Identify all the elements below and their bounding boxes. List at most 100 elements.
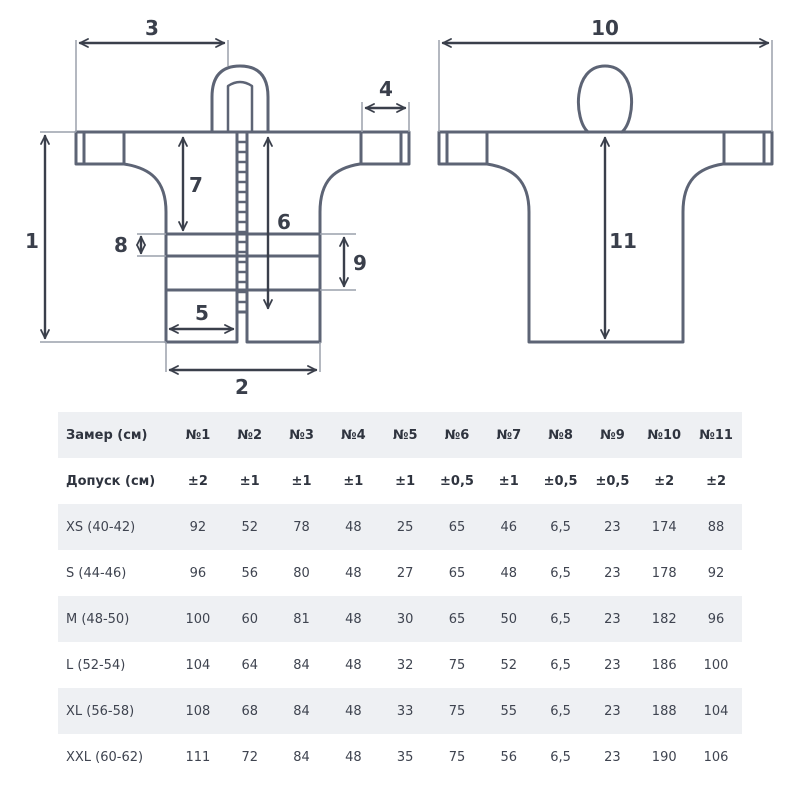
table-cell: 65 (431, 504, 483, 550)
table-cell: 80 (275, 550, 328, 596)
table-cell: 52 (223, 504, 276, 550)
table-tolerance-row: Допуск (см) ±2 ±1 ±1 ±1 ±1 ±0,5 ±1 ±0,5 … (58, 458, 742, 504)
table-cell: 96 (690, 596, 742, 642)
dim-label-8: 8 (114, 233, 128, 257)
size-table: Замер (см) №1 №2 №3 №4 №5 №6 №7 №8 №9 №1… (58, 412, 742, 780)
table-cell: 108 (172, 688, 224, 734)
table-row: S (44-46) 96 56 80 48 27 65 48 6,5 23 17… (58, 550, 742, 596)
table-cell: ±1 (275, 458, 328, 504)
table-cell: 188 (638, 688, 691, 734)
front-hood (210, 64, 270, 134)
table-cell: 6,5 (534, 688, 587, 734)
table-cell: 56 (482, 734, 535, 780)
table-cell: S (44-46) (58, 550, 172, 596)
table-cell: 65 (431, 596, 483, 642)
table-cell: 72 (223, 734, 276, 780)
table-cell: №11 (690, 412, 742, 458)
table-cell: Допуск (см) (58, 458, 172, 504)
table-cell: ±1 (379, 458, 432, 504)
table-cell: 27 (379, 550, 432, 596)
garment-measurement-diagram: 1 2 3 4 5 6 7 8 9 10 11 (25, 16, 774, 399)
table-cell: 48 (482, 550, 535, 596)
back-hood (577, 64, 633, 134)
table-cell: 48 (327, 642, 380, 688)
table-cell: №5 (379, 412, 432, 458)
extension-lines (40, 40, 773, 372)
back-body-outline (437, 130, 774, 344)
table-cell: 182 (638, 596, 691, 642)
table-cell: №10 (638, 412, 691, 458)
table-cell: №3 (275, 412, 328, 458)
table-header-row: Замер (см) №1 №2 №3 №4 №5 №6 №7 №8 №9 №1… (58, 412, 742, 458)
table-cell: 60 (223, 596, 276, 642)
table-cell: ±0,5 (534, 458, 587, 504)
table-row: XS (40-42) 92 52 78 48 25 65 46 6,5 23 1… (58, 504, 742, 550)
table-cell: №2 (223, 412, 276, 458)
table-cell: №4 (327, 412, 380, 458)
table-cell: 64 (223, 642, 276, 688)
table-cell: №9 (586, 412, 639, 458)
table-cell: №7 (482, 412, 535, 458)
table-cell: 48 (327, 504, 380, 550)
table-cell: 52 (482, 642, 535, 688)
table-cell: 190 (638, 734, 691, 780)
dim-label-10: 10 (591, 16, 619, 40)
table-cell: 104 (172, 642, 224, 688)
table-cell: №8 (534, 412, 587, 458)
table-cell: 174 (638, 504, 691, 550)
table-cell: 25 (379, 504, 432, 550)
front-zipper-teeth (237, 140, 247, 304)
table-cell: 35 (379, 734, 432, 780)
table-cell: 33 (379, 688, 432, 734)
dim-label-7: 7 (189, 173, 203, 197)
dim-label-5: 5 (195, 301, 209, 325)
table-cell: 32 (379, 642, 432, 688)
dim-label-9: 9 (353, 251, 367, 275)
table-cell: 88 (690, 504, 742, 550)
table-cell: 81 (275, 596, 328, 642)
table-cell: 6,5 (534, 734, 587, 780)
table-cell: 23 (586, 734, 639, 780)
table-cell: 6,5 (534, 596, 587, 642)
table-cell: 68 (223, 688, 276, 734)
table-cell: Замер (см) (58, 412, 172, 458)
table-cell: 65 (431, 550, 483, 596)
table-cell: XS (40-42) (58, 504, 172, 550)
table-cell: 23 (586, 550, 639, 596)
front-view (74, 64, 411, 344)
table-cell: ±1 (327, 458, 380, 504)
table-cell: 50 (482, 596, 535, 642)
table-cell: 178 (638, 550, 691, 596)
table-cell: ±2 (172, 458, 224, 504)
table-cell: 186 (638, 642, 691, 688)
dim-label-2: 2 (235, 375, 249, 399)
table-cell: L (52-54) (58, 642, 172, 688)
table-cell: 48 (327, 596, 380, 642)
table-cell: 23 (586, 642, 639, 688)
table-cell: 84 (275, 734, 328, 780)
table-row: XXL (60-62) 111 72 84 48 35 75 56 6,5 23… (58, 734, 742, 780)
table-cell: 92 (172, 504, 224, 550)
table-cell: 23 (586, 504, 639, 550)
table-cell: 48 (327, 550, 380, 596)
table-cell: 75 (431, 642, 483, 688)
table-cell: 84 (275, 688, 328, 734)
table-cell: ±2 (638, 458, 691, 504)
table-cell: ±1 (482, 458, 535, 504)
dim-label-11: 11 (609, 229, 637, 253)
table-cell: ±0,5 (431, 458, 483, 504)
table-cell: 111 (172, 734, 224, 780)
dim-label-1: 1 (25, 229, 39, 253)
table-cell: 92 (690, 550, 742, 596)
table-cell: 48 (327, 688, 380, 734)
table-cell: 6,5 (534, 642, 587, 688)
table-row: XL (56-58) 108 68 84 48 33 75 55 6,5 23 … (58, 688, 742, 734)
dimension-arrows (40, 38, 770, 375)
table-cell: 104 (690, 688, 742, 734)
table-cell: 75 (431, 734, 483, 780)
table-cell: ±0,5 (586, 458, 639, 504)
table-cell: 23 (586, 688, 639, 734)
table-cell: 84 (275, 642, 328, 688)
table-row: L (52-54) 104 64 84 48 32 75 52 6,5 23 1… (58, 642, 742, 688)
front-hood-inner (226, 80, 254, 134)
